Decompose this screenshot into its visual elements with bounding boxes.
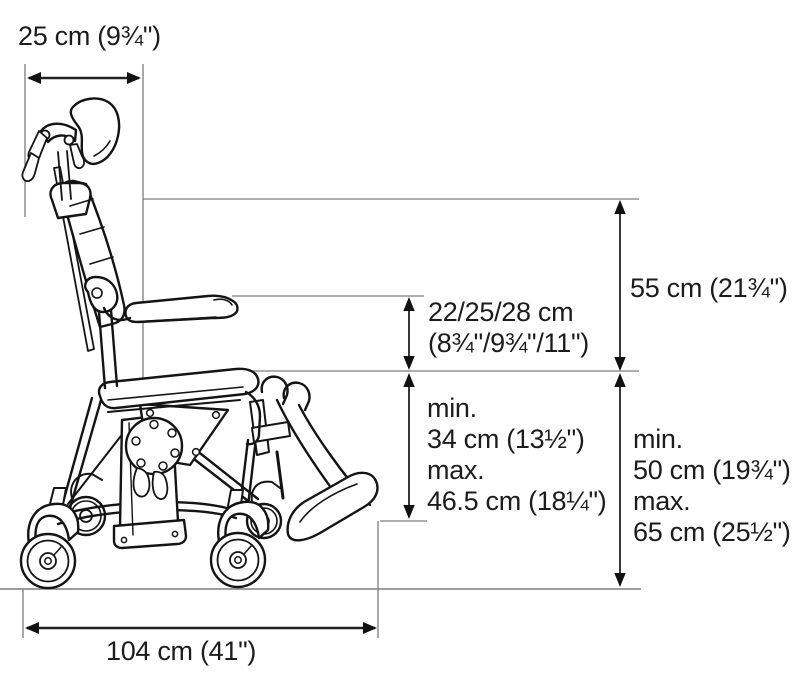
footrest-max-word: max.: [427, 455, 485, 485]
overall-length-label: 104 cm (41"): [106, 636, 257, 666]
seat-height-label: min. 50 cm (19¾") max. 65 cm (25½"): [633, 424, 791, 548]
headrest: [21, 97, 121, 201]
dim-headrest-width: [27, 72, 141, 84]
reference-lines: [0, 64, 641, 638]
dim-overall-length: [25, 622, 377, 634]
caster-rear-near-icon: [19, 487, 80, 590]
dim-back-height: [614, 200, 626, 371]
footrest-max-value: 46.5 cm (18¼"): [427, 486, 607, 516]
headrest-width-label: 25 cm (9¾"): [18, 21, 161, 51]
chair-illustration: [19, 97, 379, 590]
seat-min-value: 50 cm (19¾"): [633, 455, 791, 485]
footrest-min-value: 34 cm (13½"): [427, 424, 585, 454]
dim-seat-height: [614, 373, 626, 587]
seat-min-word: min.: [633, 424, 683, 454]
armrest-height-line1: 22/25/28 cm: [428, 297, 574, 327]
armrest-height-label: 22/25/28 cm (8¾"/9¾"/11"): [428, 297, 589, 359]
caster-front-near-icon: [209, 489, 270, 589]
footrest-min-word: min.: [427, 393, 477, 423]
seat-max-word: max.: [633, 486, 691, 516]
armrest: [102, 294, 239, 324]
armrest-height-line2: (8¾"/9¾"/11"): [428, 328, 589, 358]
tilt-mechanism: [124, 402, 230, 500]
dim-armrest-height: [403, 297, 415, 370]
footrest-height-label: min. 34 cm (13½") max. 46.5 cm (18¼"): [427, 393, 607, 517]
seat-max-value: 65 cm (25½"): [633, 517, 791, 547]
back-height-label: 55 cm (21¾"): [630, 273, 788, 303]
dim-footrest-height: [403, 373, 415, 519]
